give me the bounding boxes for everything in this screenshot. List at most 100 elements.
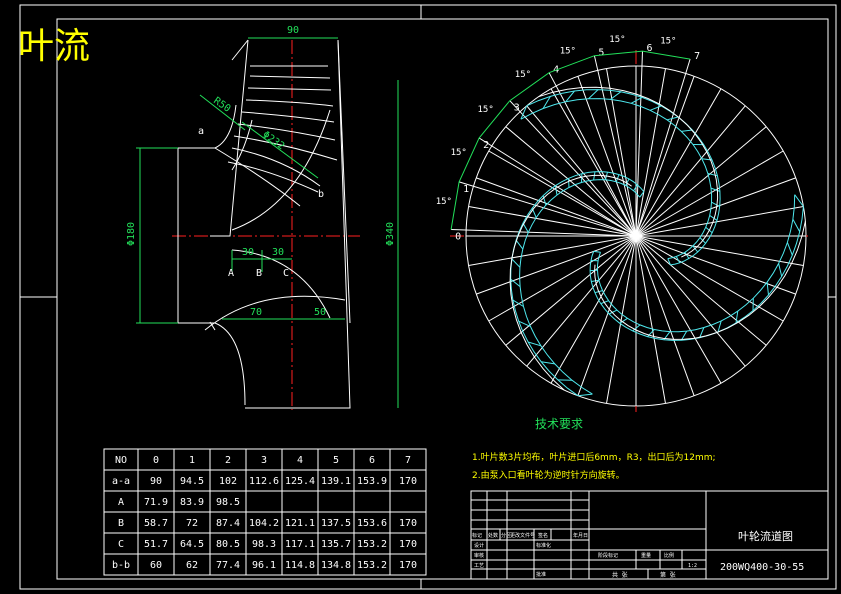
angle-label: 15° — [515, 70, 531, 80]
tb-check: 审核 — [474, 552, 484, 559]
table-cell: A — [118, 497, 124, 508]
dim-left-dia: Φ180 — [126, 222, 137, 246]
blade-hatch — [619, 317, 628, 324]
table-cell: B — [118, 518, 124, 529]
point-B: B — [256, 268, 262, 279]
overlay-title: 叶流 — [18, 26, 90, 67]
blade-hatch — [735, 311, 739, 323]
table-cell: 96.1 — [252, 560, 276, 571]
table-header-cell: 1 — [189, 455, 195, 466]
tb-zone: 分区 — [501, 532, 511, 539]
section-number: 1 — [463, 184, 469, 195]
blade-hatch — [684, 252, 690, 259]
blade-hatch — [588, 89, 599, 100]
radial-line — [606, 235, 637, 404]
blade-edge — [526, 89, 721, 266]
blade-hatch — [522, 222, 529, 233]
blade-hatch — [542, 195, 547, 206]
blade-hatch — [766, 282, 769, 296]
blade-line — [249, 75, 331, 79]
table-cell: 153.9 — [357, 476, 387, 487]
section-number: 6 — [647, 43, 653, 54]
tech-line-1: 1.叶片数3片均布，叶片进口后6mm，R3，出口后为12mm; — [472, 451, 716, 463]
outer-border — [19, 4, 837, 590]
tb-drawing-number: 200WQ400-30-55 — [720, 562, 804, 573]
point-b: b — [318, 189, 324, 200]
section-ray — [458, 181, 637, 237]
radial-line — [476, 177, 637, 237]
table-header-cell: 6 — [369, 455, 375, 466]
blade-hatch — [630, 96, 643, 104]
table-cell: 139.1 — [321, 476, 351, 487]
section-ray — [509, 100, 637, 237]
dim-right-dia: Φ340 — [385, 222, 396, 246]
tb-sheets: 共 张 — [612, 571, 628, 579]
blade-hatch — [786, 242, 793, 256]
radial-line — [635, 126, 767, 237]
blade-construction — [594, 221, 806, 340]
section-ray — [635, 58, 691, 237]
blade-hatch — [649, 105, 662, 111]
radial-line — [635, 235, 695, 396]
table-cell: 153.2 — [357, 560, 387, 571]
radial-line — [635, 105, 746, 237]
table-cell: 121.1 — [285, 518, 315, 529]
table-cell: 134.8 — [321, 560, 351, 571]
table-cell: 170 — [399, 539, 417, 550]
radial-line — [476, 235, 637, 295]
tb-sign: 签名 — [538, 532, 548, 539]
table-cell: 94.5 — [180, 476, 204, 487]
angle-label: 15° — [436, 197, 452, 207]
phi-leader — [241, 121, 319, 179]
section-ray — [635, 51, 643, 237]
radial-line — [635, 76, 695, 237]
blade-hatch — [711, 201, 720, 207]
blade-line — [227, 161, 319, 193]
table-cell: 62 — [186, 560, 198, 571]
tech-heading: 技术要求 — [535, 417, 583, 431]
inner-border — [56, 18, 829, 580]
point-C: C — [283, 268, 289, 279]
blade-hatch — [610, 91, 622, 100]
radial-line — [635, 150, 784, 237]
tb-drawing-name: 叶轮流道图 — [738, 529, 793, 543]
blade-line — [245, 99, 334, 107]
tb-count: 处数 — [488, 532, 498, 539]
angle-label: 15° — [560, 46, 576, 56]
table-cell: 90 — [150, 476, 162, 487]
table-header-cell: 4 — [297, 455, 303, 466]
table-header-cell: 7 — [405, 455, 411, 466]
radial-line — [577, 235, 637, 396]
table-cell: C — [118, 539, 124, 550]
radial-line — [635, 206, 804, 237]
tech-line-2: 2.由泵入口看叶轮为逆时针方向旋转。 — [472, 469, 625, 481]
table-cell: 77.4 — [216, 560, 240, 571]
table-cell: 64.5 — [180, 539, 204, 550]
blade-hatch — [512, 299, 524, 307]
lower-curve — [231, 249, 331, 319]
dim-a-b: 30 — [242, 247, 254, 258]
radial-line — [505, 126, 637, 237]
radial-line — [635, 235, 804, 266]
blade-hatch — [625, 178, 630, 186]
radial-line — [635, 235, 722, 384]
table-cell: 60 — [150, 560, 162, 571]
blade-hatch — [608, 309, 618, 315]
table-cell: 71.9 — [144, 497, 168, 508]
radial-line — [635, 88, 722, 237]
radial-line — [606, 68, 637, 237]
blade-hatch — [709, 214, 718, 221]
dim-bottom-right-val: 50 — [314, 307, 326, 318]
radial-line — [550, 88, 637, 237]
tb-scale: 比例 — [664, 552, 674, 559]
blade-line — [214, 147, 301, 207]
blade-hatch — [542, 96, 551, 109]
table-cell: 98.5 — [216, 497, 240, 508]
inlet-edge — [231, 119, 253, 171]
blade-hatch — [633, 184, 638, 192]
blade-hatch — [681, 129, 693, 132]
table-cell: 72 — [186, 518, 198, 529]
table-cell: 153.6 — [357, 518, 387, 529]
blade-edge — [510, 171, 645, 397]
